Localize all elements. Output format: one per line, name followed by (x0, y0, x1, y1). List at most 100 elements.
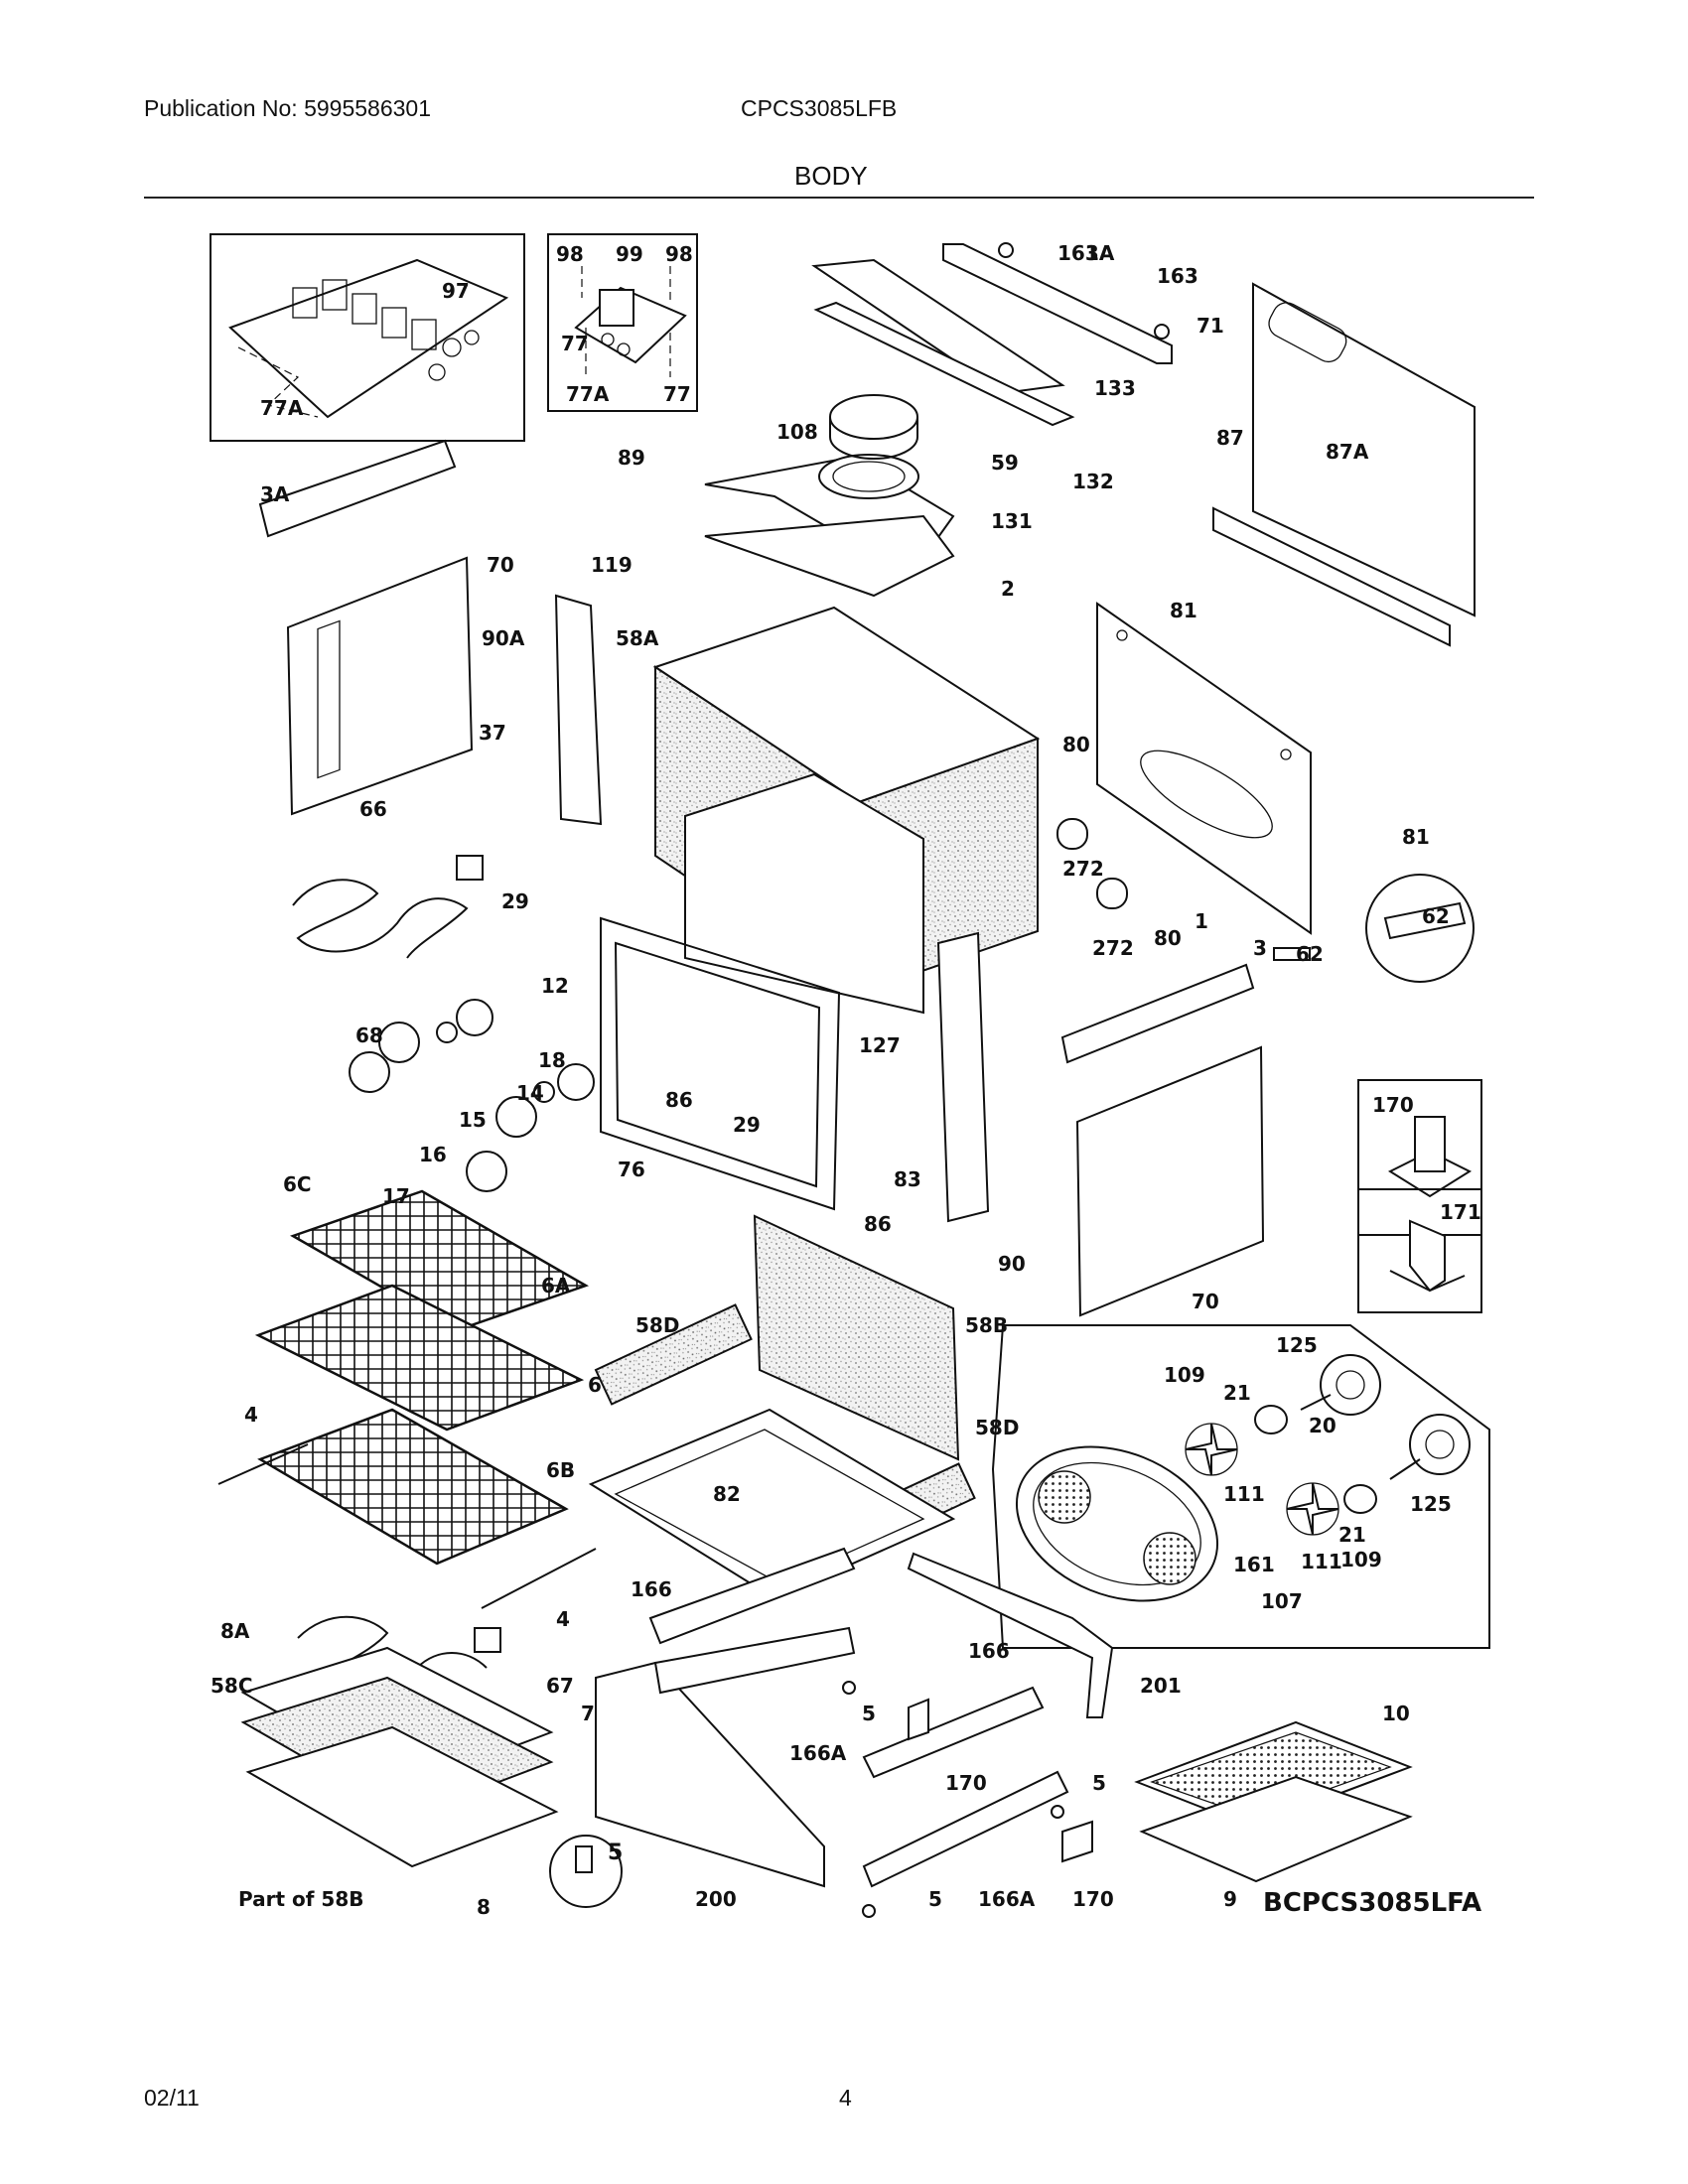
callout-87: 87 (1216, 426, 1244, 450)
callout-97: 97 (442, 279, 470, 303)
insulation-58D-left (594, 1303, 753, 1406)
side-shield-90A (554, 594, 603, 826)
callout-107: 107 (1261, 1589, 1303, 1613)
callout-166A: 166A (978, 1887, 1036, 1911)
callout-70: 70 (1192, 1290, 1219, 1313)
callout-1: 1 (1195, 909, 1208, 933)
callout-21: 21 (1223, 1381, 1251, 1405)
callout-87A: 87A (1326, 440, 1369, 464)
bracket-170 (908, 1698, 1093, 1863)
drawer-frame-200 (595, 1626, 856, 1888)
callout-29: 29 (501, 889, 529, 913)
page-number: 4 (839, 2085, 852, 2111)
callout-37: 37 (479, 721, 506, 745)
callout-58D: 58D (975, 1416, 1019, 1439)
callout-86: 86 (864, 1212, 892, 1236)
callout-119: 119 (591, 553, 633, 577)
callout-170: 170 (1072, 1887, 1114, 1911)
fan-assembly-inset (991, 1324, 1490, 1649)
callout-3A: 3A (260, 482, 290, 506)
callout-16: 16 (419, 1143, 447, 1166)
side-panel-3A (258, 439, 474, 816)
terminal-block-62 (1273, 874, 1475, 983)
callout-66: 66 (359, 797, 387, 821)
callout-5: 5 (928, 1887, 942, 1911)
oven-cavity-58A (652, 606, 1041, 1015)
callout-125: 125 (1276, 1333, 1318, 1357)
callout-14: 14 (516, 1081, 544, 1105)
callout-62: 62 (1422, 904, 1450, 928)
callout-272: 272 (1062, 857, 1104, 881)
callout-15: 15 (459, 1108, 487, 1132)
callout-109: 109 (1340, 1548, 1382, 1571)
rack-6B (257, 1408, 569, 1566)
callout-77: 77 (561, 332, 589, 355)
callout-98: 98 (556, 242, 584, 266)
callout-89: 89 (618, 446, 645, 470)
callout-6: 6 (588, 1373, 602, 1397)
callout-67: 67 (546, 1674, 574, 1698)
callout-21: 21 (1338, 1523, 1366, 1547)
rack-6A (254, 1284, 585, 1432)
callout-170: 170 (945, 1771, 987, 1795)
callout-98: 98 (665, 242, 693, 266)
callout-8A: 8A (220, 1619, 250, 1643)
callout-90: 90 (998, 1252, 1026, 1276)
callout-166: 166 (631, 1577, 672, 1601)
control-board-inset (210, 233, 525, 442)
callout-17: 17 (382, 1184, 410, 1208)
callout-8: 8 (477, 1895, 491, 1919)
callout-77A: 77A (566, 382, 610, 406)
callout-82: 82 (713, 1482, 741, 1506)
callout-68: 68 (355, 1024, 383, 1047)
insulation-58B (753, 1214, 960, 1461)
bracket-1A (942, 242, 1173, 364)
callout-10: 10 (1382, 1702, 1410, 1725)
section-title: BODY (794, 161, 868, 191)
diagram-code: BCPCS3085LFA (1263, 1888, 1481, 1918)
callout-166A: 166A (789, 1741, 847, 1765)
callout-part-of-58B: Part of 58B (238, 1887, 363, 1911)
callout-4: 4 (244, 1403, 258, 1427)
side-panel-3 (1060, 963, 1265, 1317)
callout-77A: 77A (260, 396, 304, 420)
slide-166 (648, 1547, 1045, 1779)
callout-86: 86 (665, 1088, 693, 1112)
callout-90A: 90A (482, 626, 525, 650)
front-trim-201 (907, 1552, 1114, 1718)
callout-4: 4 (556, 1607, 570, 1631)
callout-109: 109 (1164, 1363, 1205, 1387)
callout-81: 81 (1402, 825, 1430, 849)
callout-18: 18 (538, 1048, 566, 1072)
callout-62: 62 (1296, 942, 1324, 966)
callout-29: 29 (733, 1113, 761, 1137)
callout-20: 20 (1309, 1414, 1336, 1437)
callout-83: 83 (894, 1167, 921, 1191)
callout-77: 77 (663, 382, 691, 406)
callout-272: 272 (1092, 936, 1134, 960)
callout-5: 5 (862, 1702, 876, 1725)
callout-6B: 6B (546, 1458, 575, 1482)
bottom-frame-82 (588, 1408, 956, 1600)
broil-pan-10 (1134, 1720, 1413, 1883)
callout-108: 108 (776, 420, 818, 444)
callout-127: 127 (859, 1033, 901, 1057)
header-rule (144, 197, 1534, 199)
callout-5: 5 (608, 1841, 623, 1865)
callout-76: 76 (618, 1158, 645, 1181)
bottom-panel-58C (240, 1646, 559, 1868)
leveling-leg-5 (549, 1681, 1064, 1918)
callout-201: 201 (1140, 1674, 1182, 1698)
rear-panel-71 (1212, 282, 1476, 647)
publication-number: Publication No: 5995586301 (144, 95, 432, 121)
fan-blade-lower (1286, 1482, 1339, 1536)
callout-9: 9 (1223, 1887, 1237, 1911)
spacer-272-upper (1056, 818, 1088, 850)
callout-71: 71 (1196, 314, 1224, 338)
callout-131: 131 (991, 509, 1033, 533)
callout-58A: 58A (616, 626, 659, 650)
fan-blade-upper (1185, 1423, 1238, 1476)
callout-70: 70 (487, 553, 514, 577)
bracket-171-inset (1357, 1188, 1482, 1313)
